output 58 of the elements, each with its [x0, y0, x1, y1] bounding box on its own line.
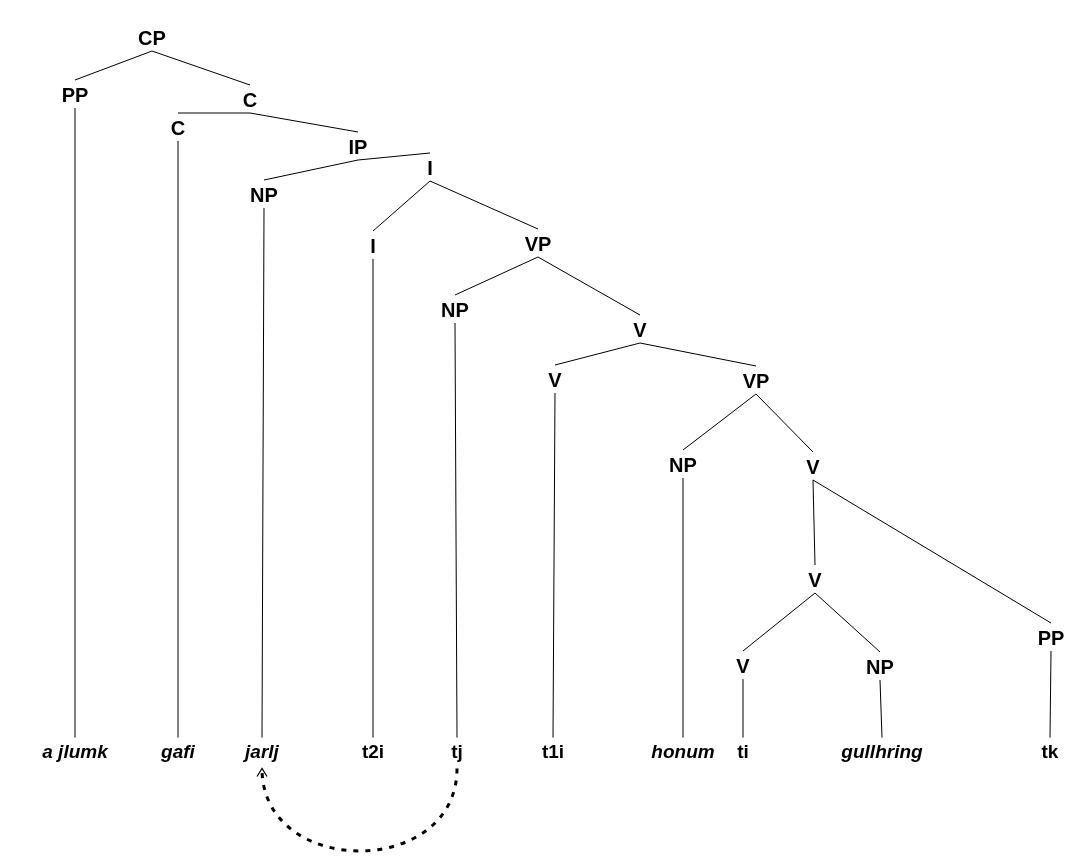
terminal-word: t1i	[541, 741, 565, 763]
branch-line	[151, 50, 251, 86]
branch-line	[263, 159, 359, 181]
branch-line	[812, 479, 816, 566]
branch-line	[879, 679, 883, 739]
terminal-word: t2i	[361, 741, 385, 763]
branch-line	[554, 342, 641, 366]
branch-line	[372, 180, 431, 232]
category-label: V	[548, 369, 562, 391]
terminal-word: gullhring	[841, 741, 923, 763]
terminal-word: honum	[651, 741, 715, 763]
branch-line	[639, 342, 757, 367]
branch-line	[372, 258, 374, 739]
category-label: VP	[524, 233, 552, 255]
category-label: V	[806, 456, 820, 478]
branch-line	[552, 392, 556, 739]
branch-line	[177, 112, 251, 114]
category-label: NP	[441, 299, 469, 321]
branch-line	[177, 140, 179, 739]
branch-line	[429, 180, 539, 230]
branch-line	[755, 393, 814, 453]
branch-line	[74, 50, 153, 81]
terminal-word: a jlumk	[42, 741, 108, 763]
terminal-word: tk	[1041, 741, 1059, 763]
terminal-word: gafi	[161, 741, 195, 763]
branch-line	[742, 678, 744, 739]
category-label: I	[427, 157, 433, 179]
branch-line	[454, 256, 539, 296]
category-label: V	[736, 655, 750, 677]
category-label: V	[808, 569, 822, 591]
category-label: NP	[669, 454, 697, 476]
movement-arrow	[257, 767, 459, 853]
branch-line	[1049, 650, 1052, 739]
category-label: CP	[138, 27, 166, 49]
category-label: PP	[1037, 627, 1065, 649]
terminal-word: ti	[737, 741, 749, 763]
category-label: NP	[866, 656, 894, 678]
category-label: C	[242, 89, 258, 111]
terminal-word: jarlj	[245, 741, 279, 763]
branch-line	[249, 112, 359, 133]
branch-line	[814, 592, 881, 653]
branch-line	[357, 152, 431, 161]
category-label: IP	[348, 136, 368, 158]
branch-line	[454, 322, 458, 739]
branch-line	[74, 107, 76, 739]
category-label: VP	[742, 370, 770, 392]
category-label: C	[170, 117, 186, 139]
category-label: V	[633, 319, 647, 341]
branch-line	[742, 592, 816, 652]
branch-line	[682, 477, 684, 739]
category-label: NP	[250, 184, 278, 206]
branch-line	[812, 479, 1052, 624]
terminal-word: tj	[451, 741, 463, 763]
branch-line	[682, 393, 757, 451]
category-label: I	[370, 235, 376, 257]
category-label: PP	[61, 84, 89, 106]
branch-line	[261, 207, 265, 739]
branch-line	[537, 256, 641, 316]
